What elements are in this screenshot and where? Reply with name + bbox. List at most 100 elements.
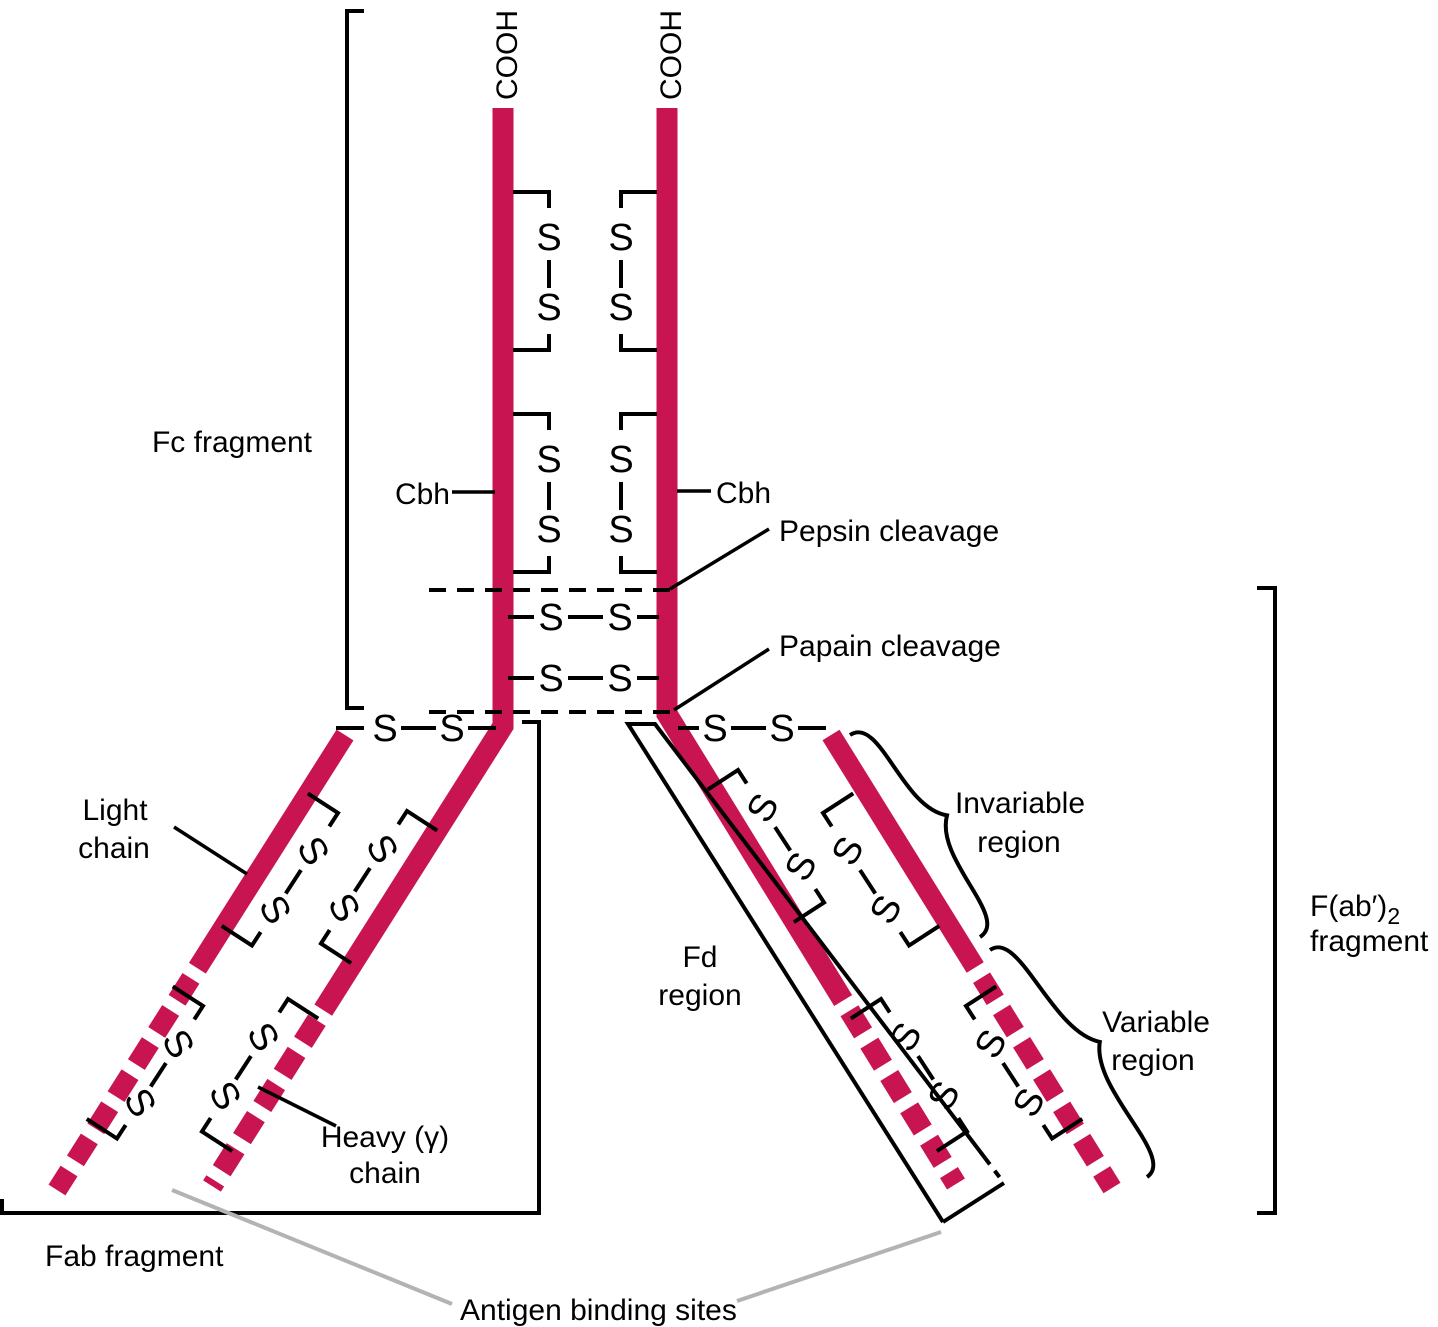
ss-hook-top xyxy=(306,791,341,828)
antigen-binding-sites-label: Antigen binding sites xyxy=(460,1294,737,1327)
ss-bond-unit: SS xyxy=(513,190,562,352)
light-chain-leader-line xyxy=(173,825,248,876)
fc-fragment-bracket xyxy=(345,9,364,710)
sulfur-label: S xyxy=(538,597,563,639)
fab2-fragment-bracket xyxy=(1257,586,1277,1215)
ss-hook-top xyxy=(963,984,998,1021)
sulfur-label: S xyxy=(607,658,632,700)
ss-hook-top xyxy=(619,190,657,208)
sulfur-label: S xyxy=(439,708,464,750)
ss-connector xyxy=(284,868,303,895)
ss-hook-top xyxy=(820,791,855,828)
invariable-region-label-line2: region xyxy=(977,826,1060,859)
sulfur-label: S xyxy=(882,1016,931,1059)
gray-leader-lines xyxy=(171,1188,942,1306)
variable-region-label-line1: Variable xyxy=(1102,1006,1210,1039)
ss-hook-bottom xyxy=(619,334,657,352)
fd-region-outline xyxy=(624,722,987,1224)
sulfur-label: S xyxy=(536,287,561,329)
ss-hook-bottom xyxy=(898,924,941,949)
sulfur-label: S xyxy=(608,287,633,329)
text-layer: COOH COOH Fc fragment Cbh Cbh Pepsin cle… xyxy=(45,10,1429,1327)
fab-fragment-outline xyxy=(0,720,541,1215)
sulfur-label: S xyxy=(538,658,563,700)
ss-hook-bottom xyxy=(792,888,827,924)
ss-hook-top xyxy=(171,984,206,1021)
sulfur-label: S xyxy=(769,708,794,750)
ss-connector xyxy=(858,868,877,895)
ss-hook-top xyxy=(277,996,320,1021)
sulfur-label: S xyxy=(372,708,397,750)
sulfur-label: S xyxy=(608,217,633,259)
fab2-fragment-label-line2: fragment xyxy=(1310,925,1429,958)
ss-connector xyxy=(773,825,792,852)
light-chain-label-line1: Light xyxy=(82,794,148,827)
ss-hook-top xyxy=(706,767,749,792)
ss-bond-unit: SS xyxy=(513,412,562,574)
light-left-hatch xyxy=(47,946,217,1197)
ss-hook-bottom xyxy=(85,1117,128,1142)
fd-region-outline-bottom xyxy=(941,1181,1006,1224)
sulfur-label: S xyxy=(777,845,826,888)
ss-connector xyxy=(1001,1061,1020,1088)
ss-connector xyxy=(234,1054,253,1081)
sulfur-label: S xyxy=(536,439,561,481)
sulfur-label: S xyxy=(357,828,406,871)
sulfur-label: S xyxy=(536,509,561,551)
cbh-label-left: Cbh xyxy=(395,478,450,511)
leader-lines-layer xyxy=(173,489,770,1128)
sulfur-label: S xyxy=(862,888,911,931)
fd-region-outline-dashed-tip xyxy=(983,1156,1006,1185)
ss-hook-bottom xyxy=(318,929,353,965)
sulfur-label: S xyxy=(608,509,633,551)
invariable-region-label-line1: Invariable xyxy=(955,787,1085,820)
sulfur-label: S xyxy=(200,1074,249,1117)
sulfur-label: S xyxy=(702,708,727,750)
light-chain-right-bar xyxy=(822,729,1121,1194)
ss-hook-bottom xyxy=(935,1117,970,1153)
pepsin-cleavage-label: Pepsin cleavage xyxy=(779,515,999,548)
sulfur-label: S xyxy=(608,439,633,481)
heavy-chain-label-line1: Heavy (γ) xyxy=(321,1121,449,1154)
cooh-label-right: COOH xyxy=(655,10,688,100)
antigen-right-leader-line xyxy=(736,1230,942,1303)
ss-hook-bottom xyxy=(619,556,657,574)
structure-lines-layer xyxy=(0,9,1277,1224)
variable-region-brace xyxy=(988,945,1156,1179)
ss-connector xyxy=(353,866,372,893)
heavy-chain-label-line2: chain xyxy=(349,1157,421,1190)
cooh-label-left: COOH xyxy=(491,10,524,100)
ss-hook-bottom xyxy=(513,334,551,352)
pepsin-leader-line xyxy=(669,527,770,591)
sulfur-label: S xyxy=(536,217,561,259)
ss-hook-top xyxy=(513,190,551,208)
ss-hook-top xyxy=(396,808,439,833)
heavy-chain-left-bar xyxy=(203,108,514,1192)
sulfur-label: S xyxy=(607,597,632,639)
invariable-region-brace xyxy=(848,730,990,939)
fab-fragment-label: Fab fragment xyxy=(45,1240,224,1273)
fab2-subscript: 2 xyxy=(1387,903,1400,929)
fab2-main-text: F(ab′) xyxy=(1310,890,1387,923)
ss-bond-unit: SS xyxy=(608,190,657,352)
cbh-label-right: Cbh xyxy=(716,477,771,510)
ss-bond-unit: SS xyxy=(608,412,657,574)
ss-hook-top xyxy=(849,996,892,1021)
sulfur-label: S xyxy=(250,888,299,931)
variable-region-label-line2: region xyxy=(1111,1044,1194,1077)
ss-hook-top xyxy=(619,412,657,430)
ss-connector xyxy=(916,1054,935,1081)
ss-hook-bottom xyxy=(513,556,551,574)
sulfur-label: S xyxy=(238,1016,287,1059)
heavy-chain-leader-line xyxy=(257,1085,337,1128)
region-braces-layer xyxy=(848,730,1156,1179)
ss-hook-bottom xyxy=(220,924,263,949)
antigen-left-leader-line xyxy=(171,1188,453,1306)
ss-hook-bottom xyxy=(199,1117,234,1153)
